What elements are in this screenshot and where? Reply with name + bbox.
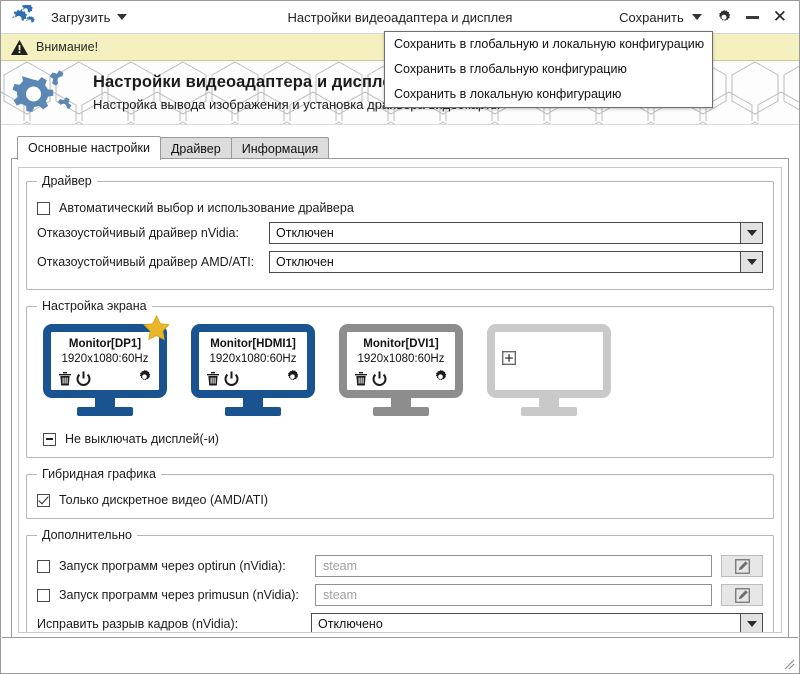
menu-item-save-global[interactable]: Сохранить в глобальную конфигурацию xyxy=(394,62,627,76)
hybrid-graphics-legend: Гибридная графика xyxy=(42,467,156,481)
tearfree-value: Отключено xyxy=(318,617,383,631)
gear-icon[interactable] xyxy=(285,369,300,384)
gear-icon[interactable] xyxy=(433,369,448,384)
primusrun-row: Запуск программ через primusun (nVidia):… xyxy=(37,584,763,606)
chevron-down-icon xyxy=(691,14,702,20)
save-dropdown-menu: Сохранить в глобальную и локальную конфи… xyxy=(384,31,713,108)
pencil-icon xyxy=(734,587,750,603)
no-sleep-row: Не выключать дисплей(-и) xyxy=(43,432,763,446)
minimize-button[interactable] xyxy=(745,15,759,19)
load-menu-label: Загрузить xyxy=(51,9,111,25)
load-menu-button[interactable]: Загрузить xyxy=(47,8,131,27)
monitor-card-dp1[interactable]: Monitor[DP1] 1920x1080:60Hz xyxy=(43,315,170,416)
monitor-card-hdmi1[interactable]: Monitor[HDMI1] 1920x1080:60Hz xyxy=(191,324,315,416)
monitor-list: Monitor[DP1] 1920x1080:60Hz xyxy=(37,315,763,418)
discrete-only-label: Только дискретное видео (AMD/ATI) xyxy=(59,493,269,507)
power-icon[interactable] xyxy=(76,371,91,386)
driver-section: Драйвер Автоматический выбор и использов… xyxy=(26,174,774,290)
nvidia-fallback-value: Отключен xyxy=(276,226,334,240)
monitor-mode: 1920x1080:60Hz xyxy=(209,353,297,365)
settings-button[interactable] xyxy=(716,9,732,25)
tab-content-main-settings: Драйвер Автоматический выбор и использов… xyxy=(11,158,789,640)
trash-icon[interactable] xyxy=(206,371,220,386)
gear-icon[interactable] xyxy=(137,369,152,384)
monitor-name: Monitor[DP1] xyxy=(68,338,142,350)
banner-logo xyxy=(1,67,93,119)
no-sleep-checkbox[interactable] xyxy=(43,432,56,446)
warning-text: Внимание! xyxy=(36,40,99,54)
primusrun-input[interactable]: steam xyxy=(315,584,712,606)
warning-triangle-icon xyxy=(11,39,28,55)
extra-section-legend: Дополнительно xyxy=(42,528,132,542)
screen-section: Настройка экрана Monitor[DP1] 1920x1080:… xyxy=(26,299,774,458)
nvidia-fallback-label: Отказоустойчивый драйвер nVidia: xyxy=(37,226,239,240)
driver-section-legend: Драйвер xyxy=(42,174,92,188)
amd-fallback-label: Отказоустойчивый драйвер AMD/ATI: xyxy=(37,255,255,269)
primusrun-checkbox[interactable] xyxy=(37,588,50,602)
monitor-mode: 1920x1080:60Hz xyxy=(61,353,149,365)
pencil-icon xyxy=(734,558,750,574)
optirun-checkbox[interactable] xyxy=(37,559,50,573)
save-menu-button[interactable]: Сохранить xyxy=(619,10,702,25)
tearfree-label: Исправить разрыв кадров (nVidia): xyxy=(37,617,239,631)
menu-item-save-local[interactable]: Сохранить в локальную конфигурацию xyxy=(394,87,622,101)
primusrun-edit-button[interactable] xyxy=(721,584,763,606)
titlebar-actions: Сохранить ✕ xyxy=(619,6,799,27)
menu-item-save-global-local[interactable]: Сохранить в глобальную и локальную конфи… xyxy=(394,37,705,51)
auto-driver-checkbox[interactable] xyxy=(37,201,50,215)
no-sleep-label: Не выключать дисплей(-и) xyxy=(65,432,219,446)
extra-section: Дополнительно Запуск программ через opti… xyxy=(26,528,774,632)
gears-icon xyxy=(13,69,72,112)
tab-bar: Основные настройки Драйвер Информация xyxy=(1,133,799,160)
hybrid-graphics-section: Гибридная графика Только дискретное виде… xyxy=(26,467,774,519)
monitor-mode: 1920x1080:60Hz xyxy=(357,353,445,365)
amd-fallback-value: Отключен xyxy=(276,255,334,269)
monitor-card-dvi1[interactable]: Monitor[DVI1] 1920x1080:60Hz xyxy=(339,324,463,416)
title-bar: Загрузить Настройки видеоадаптера и дисп… xyxy=(1,1,799,34)
monitor-name: Monitor[HDMI1] xyxy=(210,338,296,350)
chevron-down-icon xyxy=(117,14,128,20)
close-button[interactable]: ✕ xyxy=(772,6,787,27)
minimize-icon xyxy=(745,15,759,19)
auto-driver-label: Автоматический выбор и использование дра… xyxy=(59,201,354,215)
save-menu-label: Сохранить xyxy=(619,9,684,25)
tab-information[interactable]: Информация xyxy=(230,137,330,160)
trash-icon[interactable] xyxy=(354,371,368,386)
tearfree-select[interactable]: Отключено xyxy=(311,613,763,632)
chevron-down-icon xyxy=(740,614,762,632)
app-icon xyxy=(1,5,47,29)
banner-title: Настройки видеоадаптера и дисплея xyxy=(93,73,402,91)
discrete-only-row: Только дискретное видео (AMD/ATI) xyxy=(37,493,763,507)
amd-fallback-select[interactable]: Отключен xyxy=(269,251,763,273)
tab-driver[interactable]: Драйвер xyxy=(159,137,232,160)
optirun-edit-button[interactable] xyxy=(721,555,763,577)
primusrun-label: Запуск программ через primusun (nVidia): xyxy=(59,588,299,602)
primary-star-icon xyxy=(143,315,170,341)
tearfree-row: Исправить разрыв кадров (nVidia): Отключ… xyxy=(37,613,763,632)
gear-icon xyxy=(718,10,730,21)
nvidia-fallback-row: Отказоустойчивый драйвер nVidia: Отключе… xyxy=(37,222,763,244)
power-icon[interactable] xyxy=(372,371,387,386)
monitor-name: Monitor[DVI1] xyxy=(363,338,439,350)
nvidia-fallback-select[interactable]: Отключен xyxy=(269,222,763,244)
close-icon: ✕ xyxy=(772,6,787,27)
auto-driver-row: Автоматический выбор и использование дра… xyxy=(37,201,763,215)
monitor-card-add[interactable] xyxy=(487,324,611,416)
optirun-label: Запуск программ через optirun (nVidia): xyxy=(59,559,286,573)
screen-section-legend: Настройка экрана xyxy=(42,299,147,313)
optirun-input[interactable]: steam xyxy=(315,555,712,577)
tab-main-settings[interactable]: Основные настройки xyxy=(17,136,161,160)
plus-icon[interactable] xyxy=(502,351,516,365)
power-icon[interactable] xyxy=(224,371,239,386)
discrete-only-checkbox[interactable] xyxy=(37,493,50,507)
amd-fallback-row: Отказоустойчивый драйвер AMD/ATI: Отключ… xyxy=(37,251,763,273)
chevron-down-icon xyxy=(740,223,762,243)
resize-grip-icon[interactable] xyxy=(781,656,795,670)
trash-icon[interactable] xyxy=(58,371,72,386)
optirun-row: Запуск программ через optirun (nVidia): … xyxy=(37,555,763,577)
status-bar xyxy=(2,637,798,672)
chevron-down-icon xyxy=(740,252,762,272)
